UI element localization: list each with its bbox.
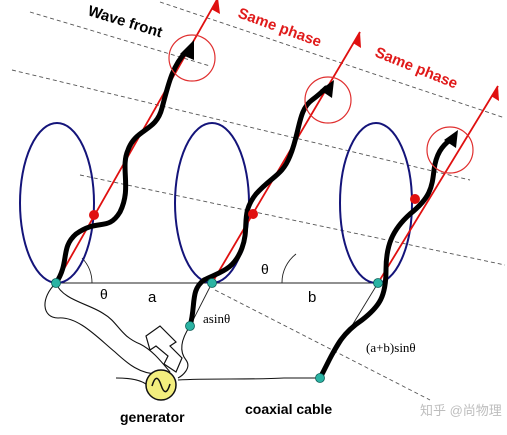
feed-wire-mid bbox=[177, 325, 191, 379]
generator-label: generator bbox=[120, 409, 185, 425]
feed-wires bbox=[44, 282, 320, 385]
waves bbox=[53, 49, 453, 381]
phase-circle-3 bbox=[426, 126, 474, 174]
path-difference-a-label: asinθ bbox=[203, 311, 230, 326]
red-dots bbox=[89, 194, 420, 220]
generator-symbol bbox=[145, 369, 177, 401]
wave-front-line-3 bbox=[79, 174, 506, 266]
ray-arrow-2 bbox=[353, 32, 361, 48]
theta-right-label: θ bbox=[261, 261, 269, 277]
wave-2 bbox=[187, 85, 329, 329]
generator-lead bbox=[115, 377, 147, 385]
wave-front-lines bbox=[11, 1, 506, 401]
theta-arc-right bbox=[281, 253, 297, 284]
wave-front-line-5 bbox=[214, 289, 431, 401]
same-phase-label-2: Same phase bbox=[373, 44, 461, 93]
ray-2 bbox=[211, 31, 361, 284]
connector-shape bbox=[145, 325, 183, 373]
node-4 bbox=[185, 321, 195, 331]
theta-left-label: θ bbox=[100, 286, 108, 302]
node-3 bbox=[373, 278, 383, 288]
node-2 bbox=[207, 278, 217, 288]
sine-icon bbox=[151, 377, 171, 393]
wave-front-line-2 bbox=[11, 69, 471, 181]
wave-arrowheads bbox=[180, 40, 458, 148]
coaxial-cable-label: coaxial cable bbox=[245, 401, 332, 417]
wave-1 bbox=[53, 49, 189, 286]
red-dot-3 bbox=[410, 194, 420, 204]
ray-3 bbox=[377, 85, 499, 284]
ray-arrowheads bbox=[211, 0, 499, 101]
same-phase-label-1: Same phase bbox=[236, 5, 324, 51]
ray-arrow-3 bbox=[491, 86, 499, 101]
ray-arrow-1 bbox=[211, 0, 220, 14]
wave-front-line-4 bbox=[159, 1, 506, 119]
loop-antenna-1 bbox=[19, 122, 95, 284]
watermark: 知乎 @尚物理 bbox=[420, 403, 502, 418]
nodes bbox=[51, 278, 383, 383]
node-1 bbox=[51, 278, 61, 288]
phase-circle-1 bbox=[168, 34, 216, 82]
wave-3 bbox=[317, 137, 453, 381]
red-dot-2 bbox=[248, 209, 258, 219]
loop-antennas bbox=[19, 122, 413, 284]
coax-feed bbox=[177, 377, 320, 381]
rays bbox=[55, 0, 499, 284]
red-dot-1 bbox=[89, 210, 99, 220]
wave-front-label: Wave front bbox=[86, 3, 165, 42]
wave-arrow-1 bbox=[180, 40, 194, 60]
path-difference-ab-label: (a+b)sinθ bbox=[366, 340, 416, 355]
phase-circles bbox=[168, 34, 474, 174]
distance-a-label: a bbox=[148, 289, 157, 306]
feed-wire-left-2 bbox=[55, 282, 171, 373]
loop-antenna-3 bbox=[339, 122, 413, 284]
phase-circle-2 bbox=[304, 76, 352, 124]
node-5 bbox=[315, 373, 325, 383]
feed-wire-left bbox=[44, 282, 159, 375]
theta-arc-left bbox=[81, 257, 93, 284]
wave-arrow-3 bbox=[444, 130, 458, 148]
wave-arrow-2 bbox=[320, 80, 334, 98]
distance-b-label: b bbox=[308, 289, 316, 306]
